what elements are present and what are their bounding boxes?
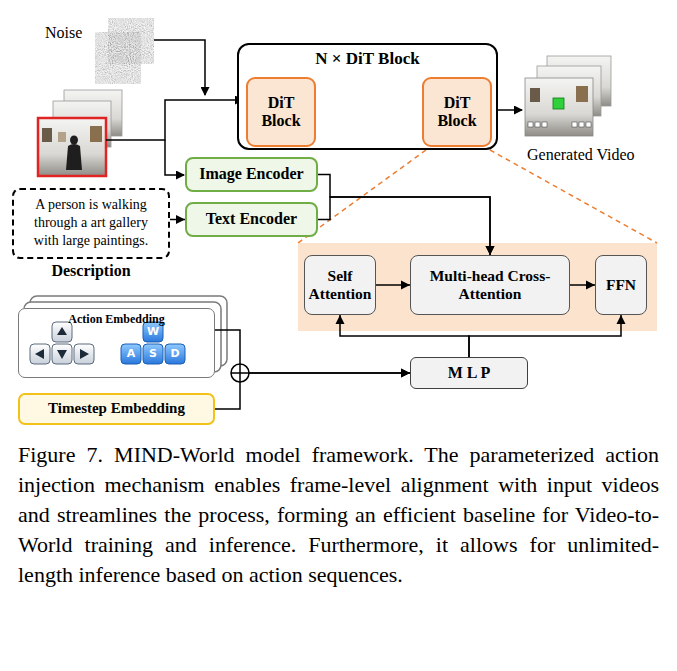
wasd-keys-part — [143, 344, 163, 364]
node-label: Multi-head Cross-Attention — [427, 267, 554, 303]
arrow-keys-part — [80, 349, 89, 359]
connector-line — [340, 315, 469, 357]
connector — [336, 315, 470, 357]
action-cards — [18, 296, 227, 378]
description-text: A person is walking through a art galler… — [20, 196, 162, 251]
node-label: Self Attention — [307, 267, 373, 303]
dit-block: DiT Block — [246, 77, 316, 147]
input-frames-part — [58, 132, 66, 142]
node-label: N × DiT Block — [315, 45, 419, 69]
key-letter: W — [143, 322, 163, 342]
generated-video-frames-part — [535, 122, 540, 127]
node-label: M L P — [448, 364, 491, 382]
generated-video-frames-part — [572, 122, 577, 127]
action-embedding-card: Action Embedding — [18, 308, 215, 378]
wasd-keys-part — [121, 344, 141, 364]
ffn-box: FFN — [595, 255, 647, 315]
node-label: DiT Block — [426, 94, 488, 131]
generated-video-frames-part — [586, 122, 591, 127]
arrow-head — [486, 246, 495, 255]
input-frames-part — [90, 126, 102, 142]
arrow-head — [401, 281, 410, 290]
arrow-head — [401, 369, 410, 378]
output-label: Generated Video — [527, 146, 635, 164]
generated-video-frames-part — [542, 122, 547, 127]
stack-box: N × DiT BlockDiT Block DiT Block — [237, 43, 498, 150]
generated-video-frames-part — [576, 86, 588, 102]
arrow-head — [176, 215, 185, 224]
description-heading: Description — [12, 262, 170, 280]
input-frames-part — [42, 128, 52, 142]
zoom-leaders-part — [490, 150, 657, 243]
noise-images — [95, 18, 154, 84]
connector — [170, 215, 185, 224]
input-frames-part — [38, 118, 106, 176]
input-frames — [38, 90, 122, 176]
input-wires — [106, 40, 522, 175]
figure-caption: Figure 7. MIND-World model framework. Th… — [18, 440, 659, 590]
input-label: Noise — [45, 24, 82, 42]
connector-line — [469, 315, 621, 357]
timestep-box: Timestep Embedding — [18, 393, 215, 425]
generated-video-frames-part — [530, 88, 540, 102]
key-letter: A — [121, 344, 141, 364]
sum-symbol — [231, 364, 249, 382]
input-wires-part — [154, 40, 205, 95]
input-frames-part — [66, 144, 82, 170]
connector — [570, 281, 595, 290]
node-label: Timestep Embedding — [48, 400, 185, 417]
wasd-keys-part — [165, 344, 185, 364]
generated-video-frames-part — [579, 122, 584, 127]
connector — [376, 281, 410, 290]
generated-video-frames-part — [525, 78, 593, 136]
action-cards-part — [18, 308, 215, 378]
node-label: Image Encoder — [199, 165, 303, 183]
noise-images-part — [95, 32, 141, 84]
mlp-box: M L P — [410, 357, 528, 389]
input-frames-part — [38, 118, 106, 176]
arrow-head — [586, 281, 595, 290]
encoder-box: Text Encoder — [185, 202, 318, 237]
key-letter: S — [143, 344, 163, 364]
attention-box: Self Attention — [304, 255, 376, 315]
arrow-keys — [30, 322, 94, 364]
arrow-keys-part — [74, 344, 94, 364]
arrow-head — [401, 369, 410, 378]
wasd-keys — [121, 322, 185, 364]
key-letter: D — [165, 344, 185, 364]
detail-band — [298, 243, 657, 331]
dit-block: DiT Block — [422, 77, 492, 147]
dashed-frame: A person is walking through a art galler… — [12, 188, 170, 259]
connector-line — [318, 197, 490, 255]
node-label: Text Encoder — [206, 210, 297, 228]
sum-symbol-part — [231, 364, 249, 382]
arrow-head — [486, 246, 495, 255]
sum-symbol-part — [231, 364, 249, 382]
arrow-keys-part — [57, 327, 67, 335]
node-label: FFN — [606, 276, 636, 294]
arrow-head — [336, 315, 345, 324]
input-frames-part — [70, 136, 78, 145]
connector-line — [318, 175, 490, 256]
input-wires-part — [498, 109, 522, 111]
arrow-keys-part — [30, 344, 50, 364]
node-label: DiT Block — [250, 94, 312, 131]
connector — [318, 197, 495, 255]
arrow-keys-part — [52, 344, 72, 364]
node-label: Action Embedding — [68, 309, 164, 327]
generated-video-frames — [525, 56, 611, 136]
arrow-head — [617, 315, 626, 324]
attention-box: Multi-head Cross-Attention — [410, 255, 570, 315]
encoder-box: Image Encoder — [185, 157, 318, 192]
connector — [469, 315, 626, 357]
arrow-keys-part — [57, 350, 67, 359]
connector — [318, 175, 495, 256]
arrow-keys-part — [35, 349, 44, 359]
input-wires-part — [106, 100, 243, 140]
input-wires-part — [165, 140, 184, 175]
generated-video-frames-part — [553, 98, 564, 109]
description-box: A person is walking through a art galler… — [12, 188, 170, 280]
generated-video-frames-part — [528, 122, 533, 127]
